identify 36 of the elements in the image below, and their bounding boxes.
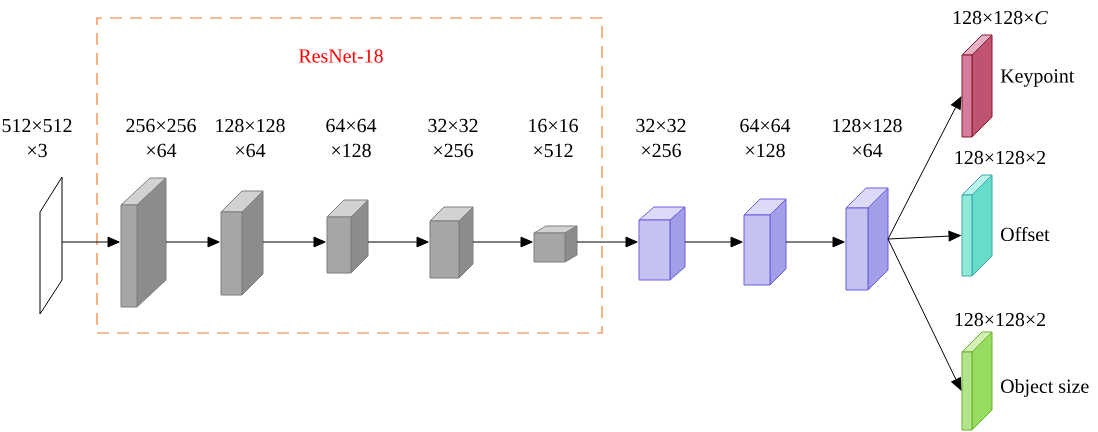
arrow (576, 236, 638, 248)
feature-map-block (220, 190, 264, 296)
output-label: Keypoint (1000, 69, 1075, 87)
dimension-label: 16×16 ×512 (529, 118, 578, 158)
dimension-label: 128×128 ×64 (216, 118, 285, 158)
arrow (887, 230, 961, 242)
arrow (165, 236, 220, 248)
feature-map-block (638, 206, 686, 281)
input-plane (39, 176, 63, 315)
arrow (684, 236, 743, 248)
feature-map-block (845, 187, 889, 291)
dimension-label: 128×128×2 (955, 150, 1045, 165)
dimension-label: 64×64 ×128 (326, 118, 377, 158)
output-label: Object size (1001, 378, 1089, 398)
feature-map-block (326, 199, 369, 274)
arrow (367, 236, 429, 248)
dimension-label: 128×128×2 (955, 312, 1045, 327)
dimension-label: 512×512 ×3 (2, 118, 72, 158)
output-label: Offset (1001, 226, 1050, 242)
feature-map-block (743, 198, 787, 286)
arrow (262, 236, 326, 248)
dimension-label: 128×128 ×64 (833, 118, 902, 158)
dimension-label: 256×256 ×64 (126, 118, 196, 158)
dimension-label: 32×32 ×256 (636, 118, 686, 158)
frame-title: ResNet-18 (298, 49, 383, 63)
arrow (887, 238, 962, 391)
arrow (887, 96, 962, 240)
feature-map-block (429, 206, 474, 279)
arrow (472, 236, 533, 248)
dimension-label: 64×64 ×128 (740, 118, 791, 158)
feature-map-block (120, 177, 167, 308)
arrow (785, 236, 845, 248)
feature-map-block (533, 225, 578, 263)
dimension-label: 128×128×C (953, 10, 1048, 25)
arrow (61, 236, 120, 248)
dimension-label: 32×32 ×256 (428, 118, 478, 158)
